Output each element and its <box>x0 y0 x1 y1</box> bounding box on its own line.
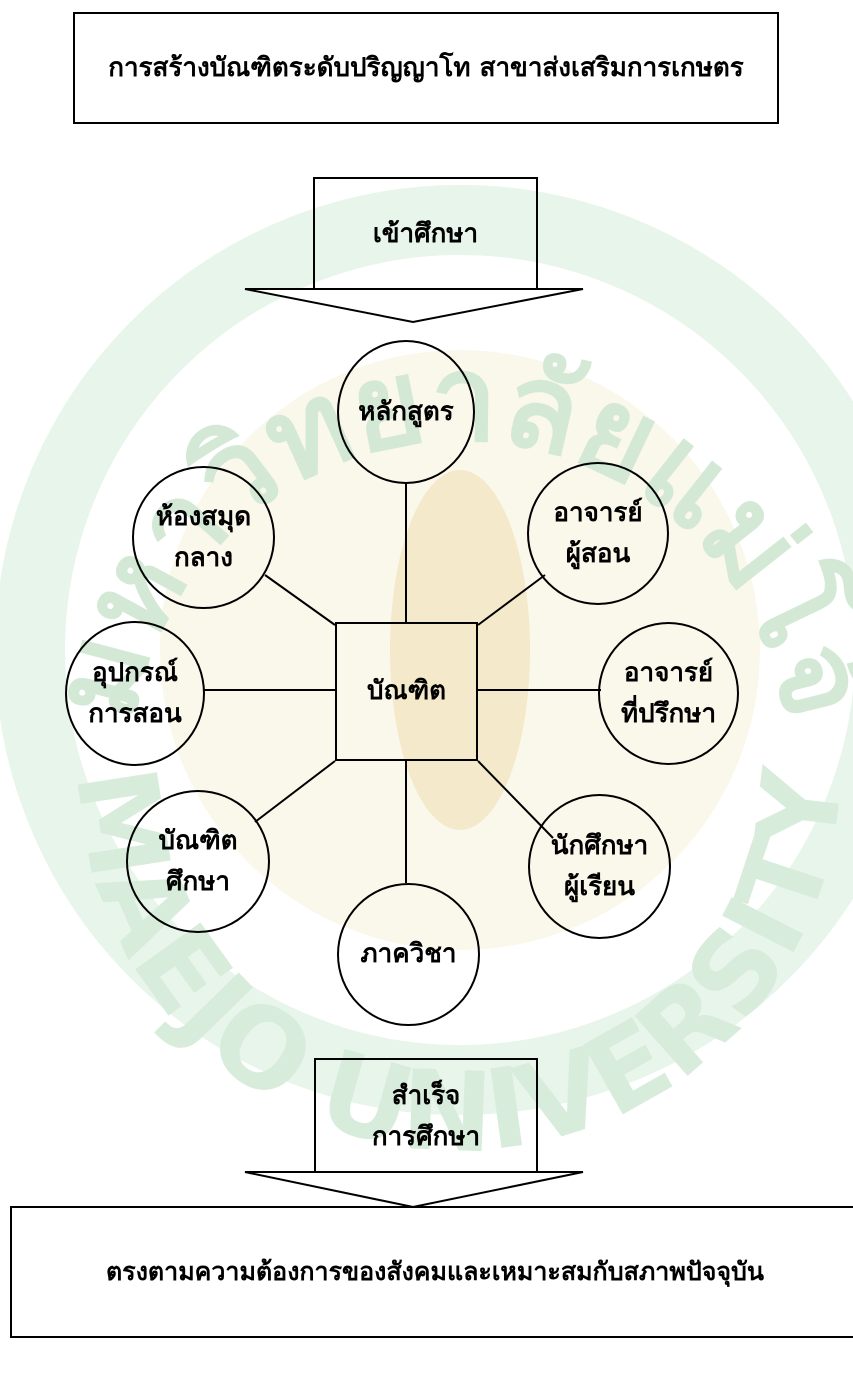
exit-arrow-head <box>245 1172 583 1207</box>
entry-label: เข้าศึกษา <box>373 214 478 254</box>
footer-text: ตรงตามความต้องการของสังคมและเหมาะสมกับสภ… <box>106 1253 764 1292</box>
node-library: ห้องสมุด กลาง <box>132 466 275 609</box>
footer-box: ตรงตามความต้องการของสังคมและเหมาะสมกับสภ… <box>10 1206 853 1338</box>
node-curriculum: หลักสูตร <box>337 340 475 484</box>
entry-box: เข้าศึกษา <box>313 177 538 290</box>
node-teaching-faculty-line2: ผู้สอน <box>566 534 631 574</box>
node-students-line1: นักศึกษา <box>551 826 649 866</box>
node-students: นักศึกษา ผู้เรียน <box>528 794 671 939</box>
node-curriculum-line1: หลักสูตร <box>358 392 454 432</box>
node-library-line1: ห้องสมุด <box>156 497 251 537</box>
spoke-teaching-faculty <box>478 575 545 625</box>
spoke-graduate-school <box>255 761 335 822</box>
node-advisor: อาจารย์ ที่ปรึกษา <box>598 622 739 765</box>
node-graduate-school-line2: ศึกษา <box>166 862 230 902</box>
node-advisor-line1: อาจารย์ <box>624 653 713 693</box>
center-node-graduate: บัณฑิต <box>335 622 478 761</box>
node-department-line1: ภาควิชา <box>361 934 457 974</box>
header-title: การสร้างบัณฑิตระดับปริญญาโท สาขาส่งเสริม… <box>108 48 744 88</box>
node-advisor-line2: ที่ปรึกษา <box>621 694 716 734</box>
node-students-line2: ผู้เรียน <box>564 867 635 907</box>
header-box: การสร้างบัณฑิตระดับปริญญาโท สาขาส่งเสริม… <box>73 12 779 124</box>
node-teaching-equipment-line1: อุปกรณ์ <box>92 653 178 693</box>
entry-arrow-head <box>245 289 583 322</box>
exit-line1: สำเร็จ <box>392 1076 461 1116</box>
node-graduate-school-line1: บัณฑิต <box>158 821 237 861</box>
node-teaching-equipment: อุปกรณ์ การสอน <box>65 621 205 766</box>
spoke-library <box>265 575 335 625</box>
node-graduate-school: บัณฑิต ศึกษา <box>126 790 270 933</box>
node-library-line2: กลาง <box>174 538 233 578</box>
node-teaching-equipment-line2: การสอน <box>88 694 182 734</box>
node-department: ภาควิชา <box>337 883 480 1026</box>
node-teaching-faculty: อาจารย์ ผู้สอน <box>527 462 669 605</box>
exit-box: สำเร็จ การศึกษา <box>314 1058 538 1173</box>
exit-line2: การศึกษา <box>372 1117 480 1157</box>
node-teaching-faculty-line1: อาจารย์ <box>553 493 642 533</box>
center-label: บัณฑิต <box>367 671 446 711</box>
